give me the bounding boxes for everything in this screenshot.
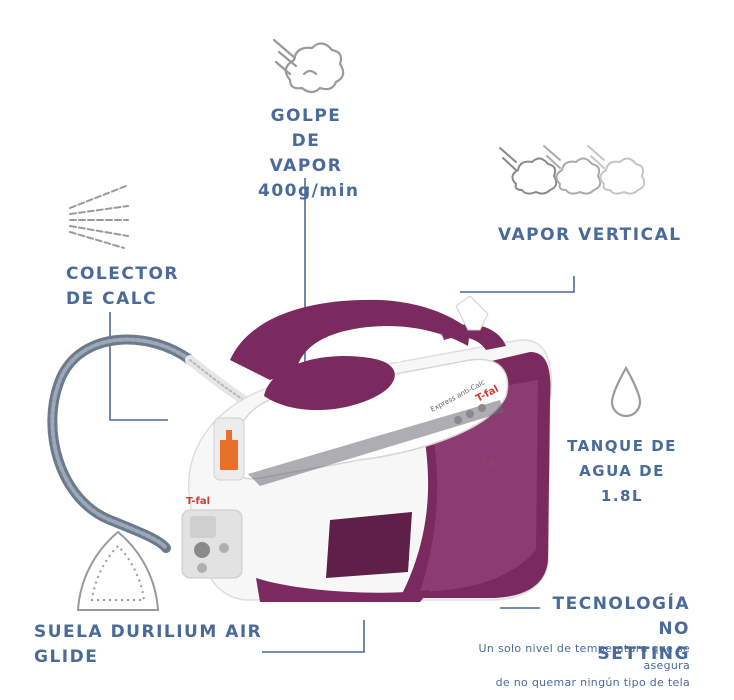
- base-brand-logo: T-fal: [186, 496, 210, 507]
- calc-collector-line1: COLECTOR: [66, 264, 179, 284]
- soleplate-label: SUELA DURILIUM AIR GLIDE: [34, 620, 262, 670]
- no-setting-description: Un solo nivel de temperatura que se aseg…: [430, 640, 690, 691]
- water-tank-line1: TANQUE DE AGUA DE: [567, 437, 677, 480]
- water-tank-label: TANQUE DE AGUA DE 1.8L: [542, 434, 702, 509]
- calc-collector-icon: [69, 185, 129, 249]
- no-setting-desc1: Un solo nivel de temperatura que se aseg…: [478, 642, 690, 672]
- no-setting-line1: TECNOLOGÍA NO: [552, 594, 690, 639]
- calc-collector-label: COLECTOR DE CALC: [66, 262, 179, 312]
- control-panel: T-fal: [181, 496, 243, 579]
- steam-burst-label: GOLPE DE VAPOR 400g/min: [258, 104, 360, 204]
- soleplate-line2: GLIDE: [34, 647, 99, 667]
- no-setting-label: TECNOLOGÍA NO SETTING: [540, 592, 690, 667]
- water-drop-icon: [610, 365, 642, 418]
- hose-connector: [455, 295, 489, 331]
- steam-burst-line3: 400g/min: [258, 181, 360, 201]
- vertical-steam-icon: [499, 145, 646, 195]
- soleplate-line1: SUELA DURILIUM AIR: [34, 622, 263, 642]
- no-setting-desc2: de no quemar ningún tipo de tela: [495, 676, 690, 689]
- steam-burst-line2: VAPOR: [269, 156, 343, 176]
- steam-burst-line1: GOLPE DE: [270, 106, 342, 151]
- water-tank-line2: 1.8L: [600, 487, 644, 505]
- calc-collector-line2: DE CALC: [66, 289, 158, 309]
- soleplate-icon: [76, 530, 160, 611]
- steam-burst-icon: [272, 38, 345, 94]
- svg-text:1.8L: 1.8L: [482, 459, 500, 468]
- steam-iron: Express anti-Calc T-fal: [213, 299, 509, 486]
- no-setting-line2: SETTING: [597, 644, 690, 664]
- vertical-steam-label: VAPOR VERTICAL: [498, 225, 682, 245]
